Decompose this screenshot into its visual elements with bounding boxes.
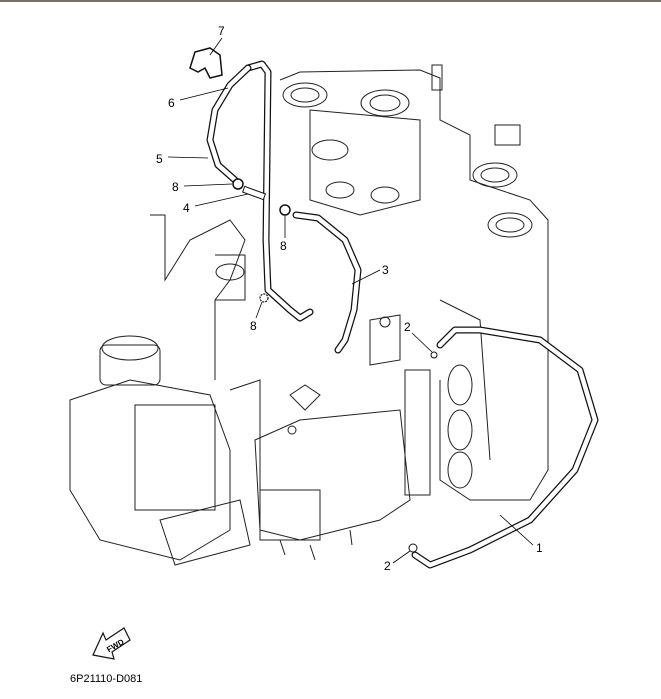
hose-1 <box>411 326 599 569</box>
callout-2: 2 <box>404 320 411 334</box>
hose-5-6 <box>206 60 314 322</box>
callout-8: 8 <box>172 180 179 194</box>
callout-6: 6 <box>168 96 175 110</box>
callout-3: 3 <box>382 263 389 277</box>
hose-3 <box>292 211 362 354</box>
clip-8 <box>259 293 269 303</box>
clip-8 <box>279 204 291 216</box>
clip-2 <box>430 351 438 359</box>
callout-1: 1 <box>536 541 543 555</box>
holder-clamp-7 <box>189 47 223 79</box>
callout-8: 8 <box>280 239 287 253</box>
leader-lines <box>167 37 534 564</box>
callout-5: 5 <box>156 152 163 166</box>
callout-2: 2 <box>384 559 391 573</box>
diagram-code: 6P21110-D081 <box>70 673 143 685</box>
callout-4: 4 <box>183 201 190 215</box>
callout-7: 7 <box>218 24 225 38</box>
fwd-arrow-icon: FWD <box>92 627 131 660</box>
callout-8: 8 <box>250 319 257 333</box>
clip-2 <box>408 543 418 553</box>
joint-4 <box>241 185 267 201</box>
engine-block-outline <box>69 64 549 566</box>
clip-8 <box>232 178 244 190</box>
top-border <box>0 0 661 2</box>
